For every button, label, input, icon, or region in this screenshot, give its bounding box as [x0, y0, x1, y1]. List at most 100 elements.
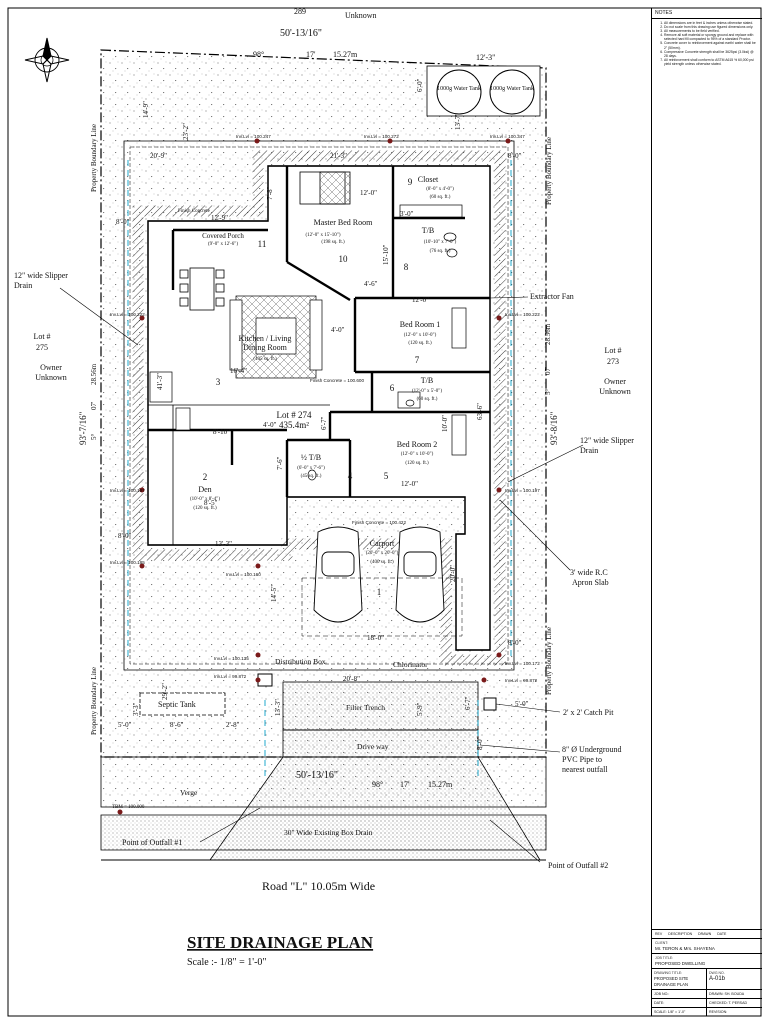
- room-closet-name: Closet: [418, 175, 439, 184]
- invert-level-label: Inv.Lvl = 100.185: [110, 560, 145, 565]
- lot-274-area: 435.4m²: [279, 420, 309, 430]
- title-block-bottom: REV DESCRIPTION DRAWN DATE CLIENT: Mr. T…: [652, 929, 762, 1016]
- property-line-label: Property Boundary Line: [90, 667, 98, 735]
- drawing-no-label: DWG NO.: [709, 971, 725, 975]
- checked-by: CHECKED: T. PERSAD: [707, 998, 762, 1007]
- revision-cell: REVISION:: [707, 1007, 762, 1016]
- room-carport-name: Carport: [370, 539, 395, 548]
- room-bed1-name: Bed Room 1: [400, 320, 440, 329]
- job-title-label: JOB TITLE:: [655, 956, 674, 960]
- plan-label: Unknown: [599, 387, 631, 396]
- carport-cars: [313, 526, 445, 623]
- description-col: DESCRIPTION: [668, 932, 693, 936]
- invert-level-label: Inv.Lvl = 99.872: [505, 678, 538, 683]
- bottom-boundary-dim: 50'-13/16": [296, 770, 338, 781]
- note-item: Remove all soft material or spongy groun…: [664, 33, 758, 41]
- outfall-2-label: Point of Outfall #2: [548, 861, 608, 870]
- slipper-drain-inner: [129, 146, 509, 665]
- room-tb2-dims: (12'-0" x 5'-0"): [412, 389, 442, 394]
- note-item: All reinforcement shall conform to ASTM …: [664, 58, 758, 66]
- scale-cell: SCALE: 1/8" = 1'-0": [652, 1007, 707, 1016]
- dimension-label: 8'-10": [213, 428, 230, 436]
- note-item: Concrete cover to reinforcement against …: [664, 41, 758, 49]
- plan-label: 07': [90, 402, 98, 410]
- property-line-label: Property Boundary Line: [90, 124, 98, 192]
- invert-level-label: Inv.Lvl = 100.160: [226, 572, 261, 577]
- plan-label: 11: [258, 239, 267, 249]
- dimension-label: 3'-3": [132, 702, 140, 716]
- room-den-number: 2: [203, 472, 208, 482]
- invert-level-label: Inv.Lvl = 100.347: [490, 134, 525, 139]
- invert-level-label: Inv.Lvl = 100.197: [505, 488, 540, 493]
- plan-label: Unknown: [35, 373, 67, 382]
- date-col: DATE: [717, 932, 727, 936]
- dimension-label: 6'-7": [464, 696, 472, 710]
- plan-label: Finish Concrete: [178, 209, 211, 214]
- dimension-label: 5'-9": [416, 702, 424, 716]
- room-bed1-dims: (12'-0" x 10'-0"): [404, 333, 437, 338]
- dimension-label: 18'-0": [367, 634, 384, 642]
- drawing-title-label: DRAWING TITLE:: [654, 971, 683, 975]
- north-arrow-icon: [24, 37, 70, 83]
- invert-level-label: Inv.Lvl = 100.135: [214, 656, 249, 661]
- catch-pit-label: 2' x 2' Catch Pit: [563, 708, 614, 717]
- plan-label: (9'-0" x 12'-6"): [208, 242, 238, 247]
- property-line-label: Property Boundary Line: [545, 137, 553, 205]
- room-tb1-area: (76 sq. ft.): [430, 249, 451, 254]
- invert-level-label: Inv.Lvl = 100.172: [505, 661, 540, 666]
- room-master-dims: (12'-0" x 15'-10"): [305, 233, 340, 238]
- dimension-label: 12'-9": [211, 214, 228, 222]
- kitchen-counter: [149, 371, 191, 431]
- room-master-area: (198 sq. ft.): [321, 240, 345, 245]
- plan-label: 5°: [544, 389, 552, 396]
- drawn-col: DRAWN: [698, 932, 712, 936]
- dining-table: [179, 267, 225, 311]
- room-bed1-number: 7: [415, 355, 420, 365]
- dimension-label: 8'-0": [118, 532, 132, 540]
- living-room-set: [229, 295, 323, 379]
- room-den-dims: (10'-0" x 8'-4"): [190, 497, 220, 502]
- outfall-1-label: Point of Outfall #1: [122, 838, 182, 847]
- job-no: JOB NO.:: [652, 990, 707, 998]
- apron-slab: [132, 150, 506, 666]
- plan-label: 273: [607, 357, 619, 366]
- invert-level-label: Finish Concrete = 100.422: [352, 520, 406, 525]
- road-label: Road "L" 10.05m Wide: [262, 879, 375, 893]
- chlorinator-label: Chlorinator: [393, 660, 428, 669]
- invert-level-label: Inv.Lvl = 100.197: [110, 488, 145, 493]
- driveway-label: Drive way: [357, 742, 389, 751]
- dimension-label: 2'-8": [226, 721, 240, 729]
- dimension-label: 8'-6": [170, 721, 184, 729]
- note-item: All dimensions are in feet & inches unle…: [664, 21, 758, 25]
- carport-dashed-area: [301, 577, 463, 637]
- plan-label: Apron Slab: [572, 578, 609, 587]
- date: DATE:: [652, 998, 707, 1007]
- plan-label: Drain: [580, 446, 598, 455]
- room-master-number: 10: [339, 254, 349, 264]
- dimension-label: 8'-0": [476, 736, 484, 750]
- plan-label: 17': [306, 50, 316, 59]
- room-half_tb-name: ½ T/B: [301, 453, 321, 462]
- plan-label: nearest outfall: [562, 765, 608, 774]
- dimension-label: 15'-10": [382, 244, 390, 265]
- dimension-label: 14'-5": [270, 585, 278, 602]
- tbm-label: TBM = 100.000: [112, 805, 145, 810]
- title-block: NOTES All dimensions are in feet & inche…: [651, 8, 762, 1016]
- dimension-label: 29'-2": [161, 683, 169, 700]
- room-carport-number: 1: [377, 587, 382, 597]
- top-owner: Unknown: [345, 11, 377, 20]
- dimension-label: 13'-7": [454, 113, 462, 130]
- room-half_tb-area: (45 sq. ft.): [301, 474, 322, 479]
- room-carport-area: (400 sq. ft.): [370, 560, 394, 565]
- invert-level-label: Inv.Lvl = 100.222: [505, 312, 540, 317]
- room-tb2-number: 6: [390, 383, 395, 393]
- interior-walls: [148, 166, 490, 497]
- plan-label: 28.56m: [544, 323, 552, 345]
- room-closet-dims: (8'-0" x 4'-0"): [426, 187, 454, 192]
- distribution-box-label: Distribution Box: [275, 657, 326, 666]
- catch-pit: [483, 697, 497, 711]
- room-porch-name: Covered Porch: [202, 232, 244, 240]
- dimension-label: 4'-0": [263, 421, 277, 429]
- master-bed: [299, 171, 351, 205]
